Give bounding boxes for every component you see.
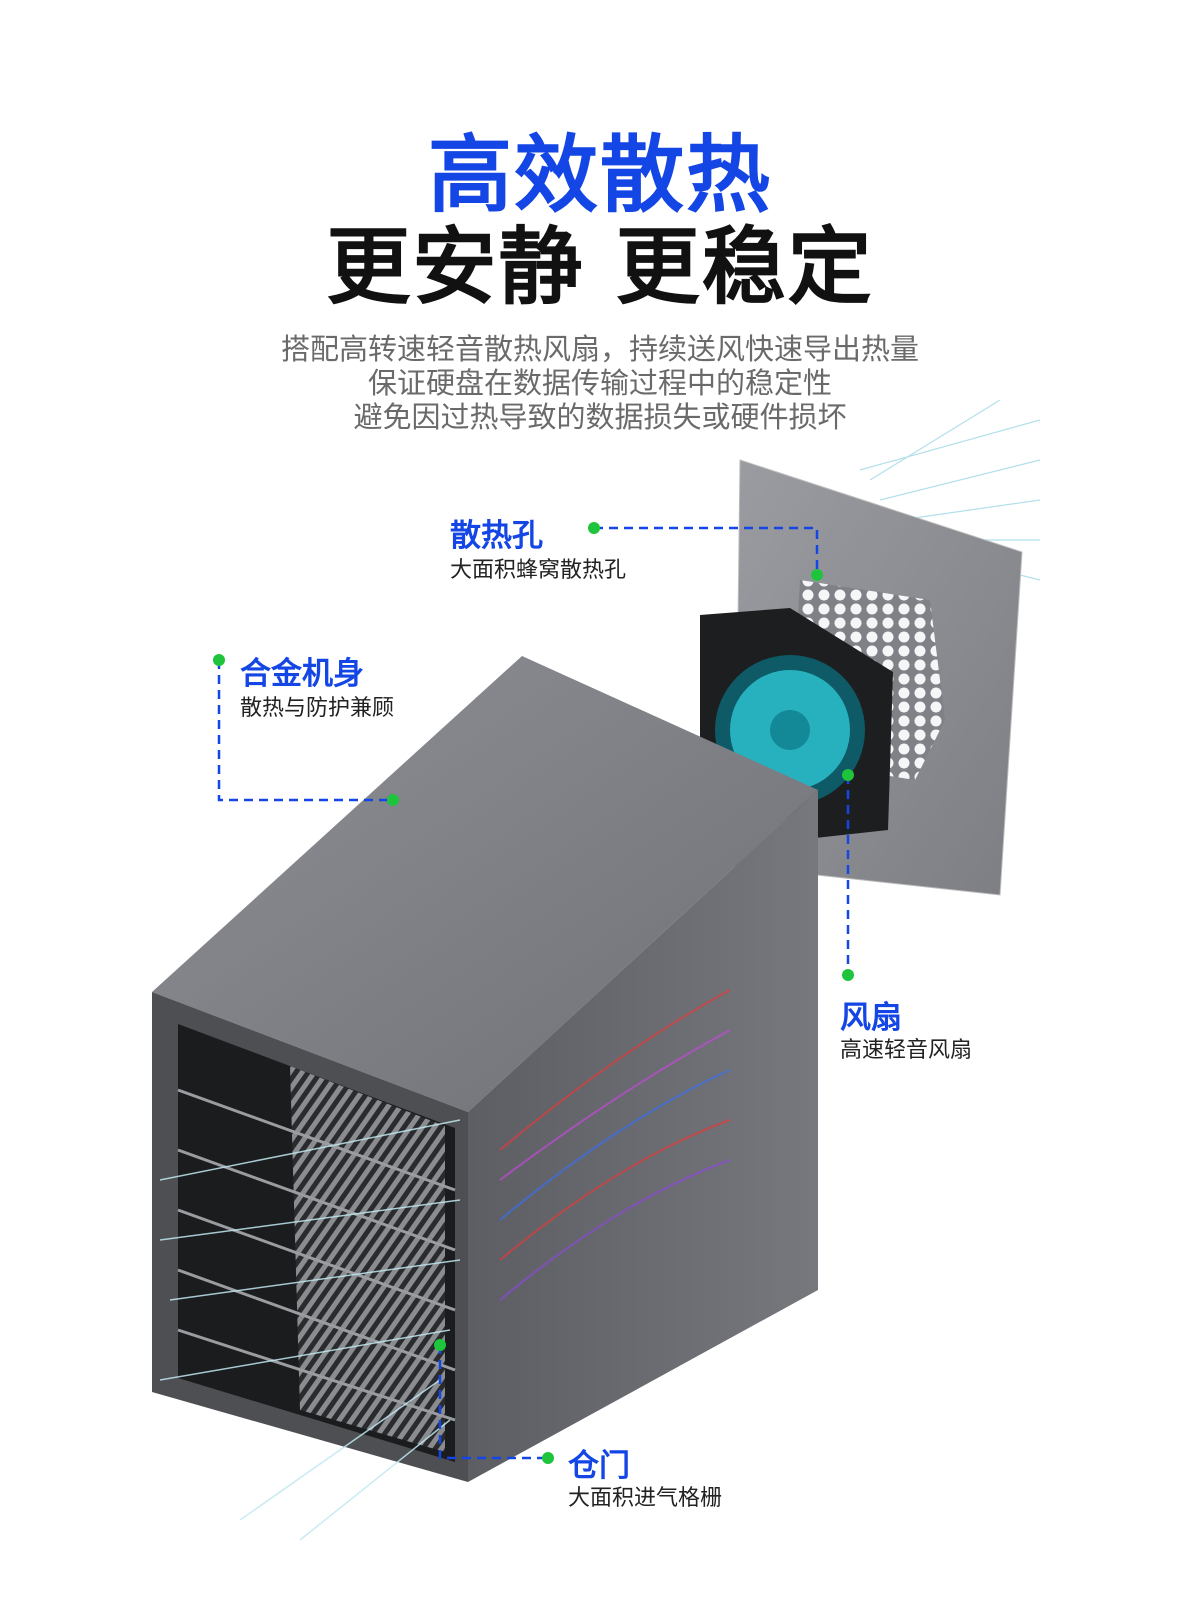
drive-bays: [177, 1024, 456, 1462]
enclosure-top: [152, 656, 818, 1112]
callout-door-subtitle: 大面积进气格栅: [568, 1486, 723, 1511]
description-line: 避免因过热导致的数据损失或硬件损坏: [353, 400, 847, 434]
callout-dots: [213, 522, 854, 1464]
airflow-lines-left: [159, 1119, 461, 1541]
description-line: 搭配高转速轻音散热风扇，持续送风快速导出热量: [280, 332, 919, 366]
callout-body-title: 合金机身: [240, 656, 364, 692]
enclosure-side: [468, 790, 818, 1482]
page-subtitle: 更安静 更稳定: [326, 218, 874, 316]
callout-fan-title: 风扇: [840, 1000, 902, 1036]
callout-vent-subtitle: 大面积蜂窝散热孔: [450, 558, 627, 583]
internal-airflow: [499, 989, 731, 1301]
callout-vent-title: 散热孔: [450, 518, 543, 554]
callout-door-title: 仓门: [568, 1448, 630, 1484]
callout-lines: [217, 526, 850, 1460]
callout-fan-subtitle: 高速轻音风扇: [840, 1038, 973, 1063]
page-title: 高效散热: [427, 126, 772, 224]
callout-body-subtitle: 散热与防护兼顾: [240, 696, 395, 721]
description-line: 保证硬盘在数据传输过程中的稳定性: [367, 366, 832, 400]
